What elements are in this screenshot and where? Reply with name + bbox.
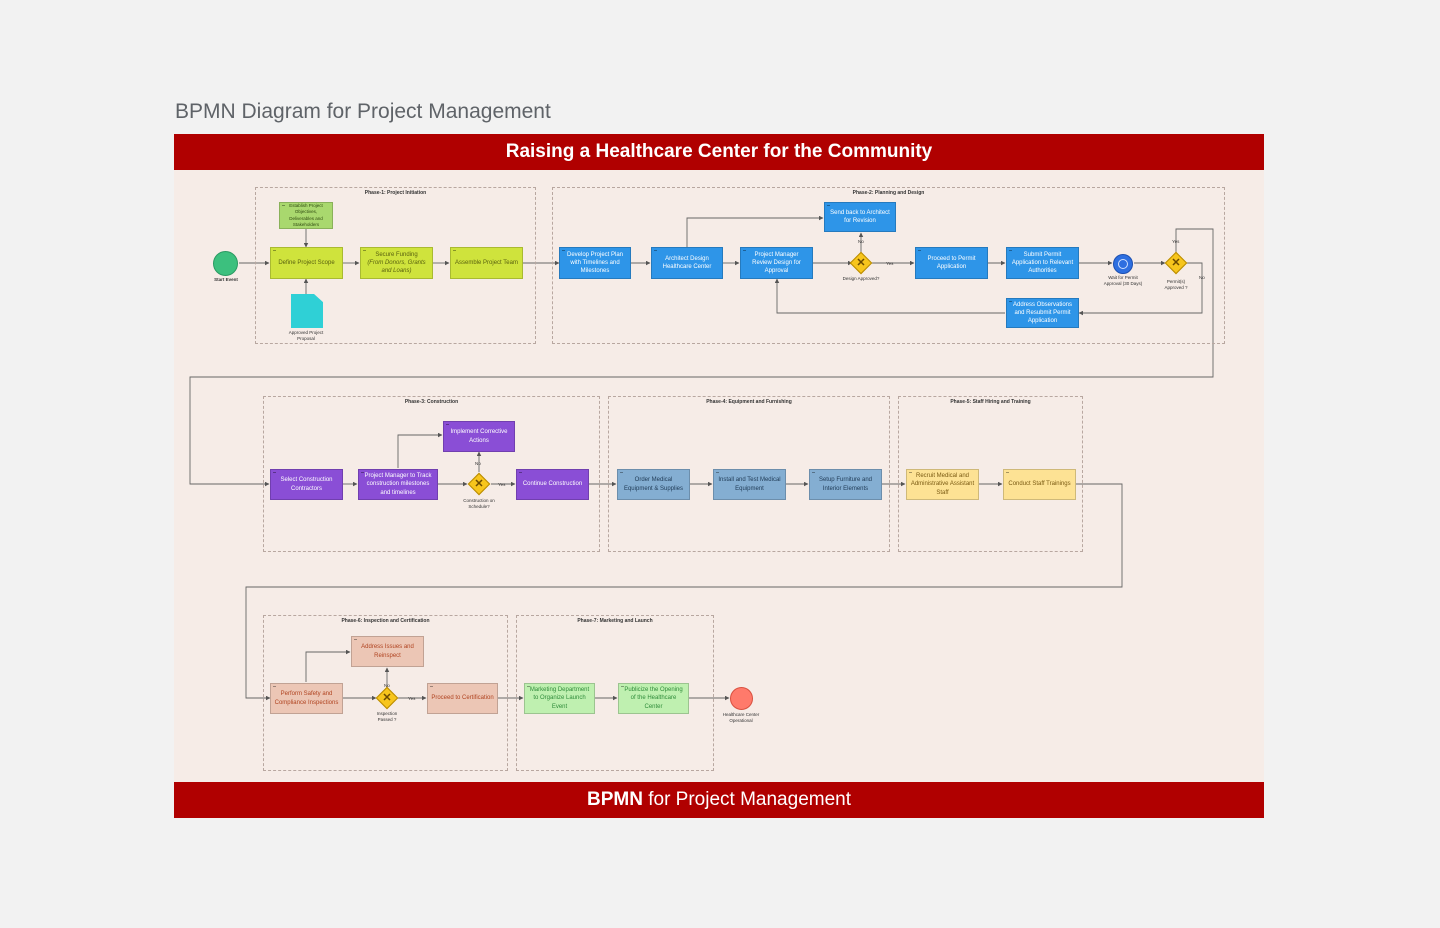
sequence-flows: Yes No Yes No Yes No Yes No bbox=[189, 215, 1214, 701]
timer-event-label: Wait for Permit Approval (30 Days) bbox=[1103, 275, 1143, 286]
safety-inspections-task[interactable]: Perform Safety and Compliance Inspection… bbox=[270, 683, 343, 714]
project-proposal-label: Approved Project Proposal bbox=[288, 330, 324, 341]
phase-5-lane: Phase-5: Staff Hiring and Training bbox=[898, 396, 1083, 552]
construction-schedule-label: Construction on Schedule? bbox=[463, 498, 495, 509]
footer-banner-rest: for Project Management bbox=[642, 789, 851, 810]
phase-7-label: Phase-7: Marketing and Launch bbox=[577, 618, 653, 624]
pm-review-task[interactable]: Project Manager Review Design for Approv… bbox=[740, 247, 813, 279]
send-back-task[interactable]: Send back to Architect for Revision bbox=[824, 202, 896, 232]
yes-label-inspection: Yes bbox=[408, 696, 416, 701]
secure-funding-label: Secure Funding bbox=[375, 251, 418, 258]
phase-3-label: Phase-3: Construction bbox=[404, 399, 459, 405]
setup-furniture-task[interactable]: Setup Furniture and Interior Elements bbox=[809, 469, 882, 500]
order-equipment-task[interactable]: Order Medical Equipment & Supplies bbox=[617, 469, 690, 500]
design-approved-label: Design Approved? bbox=[842, 276, 880, 281]
phase-4-label: Phase-4: Equipment and Furnishing bbox=[706, 399, 792, 405]
phase-6-label: Phase-6: Inspection and Certification bbox=[341, 618, 430, 624]
assemble-team-task[interactable]: Assemble Project Team bbox=[450, 247, 523, 279]
no-label-permit: No bbox=[1199, 275, 1205, 280]
architect-design-task[interactable]: Architect Design Healthcare Center bbox=[651, 247, 723, 279]
pm-track-task[interactable]: Project Manager to Track construction mi… bbox=[358, 469, 438, 500]
no-label-inspection: No bbox=[384, 683, 390, 688]
install-equipment-task[interactable]: Install and Test Medical Equipment bbox=[713, 469, 786, 500]
marketing-event-task[interactable]: Marketing Department to Organize Launch … bbox=[524, 683, 595, 714]
phase-5-label: Phase-5: Staff Hiring and Training bbox=[950, 399, 1031, 405]
yes-label-design: Yes bbox=[886, 261, 894, 266]
publicize-opening-task[interactable]: Publicize the Opening of the Healthcare … bbox=[618, 683, 689, 714]
diagram-frame: Raising a Healthcare Center for the Comm… bbox=[174, 134, 1264, 818]
phase-1-lane: Phase-1: Project Initiation bbox=[255, 187, 536, 344]
no-label-design: No bbox=[858, 239, 864, 244]
footer-banner-bold: BPMN bbox=[587, 789, 643, 810]
inspection-passed-x-icon: ✕ bbox=[382, 692, 392, 704]
secure-funding-task[interactable]: Secure Funding (From Donors, Grants and … bbox=[360, 247, 433, 279]
phase-6-lane: Phase-6: Inspection and Certification bbox=[263, 615, 508, 771]
phase-2-lane: Phase-2: Planning and Design bbox=[552, 187, 1225, 344]
start-event[interactable] bbox=[213, 251, 238, 276]
phase-2-label: Phase-2: Planning and Design bbox=[852, 190, 925, 196]
page-title: BPMN Diagram for Project Management bbox=[175, 100, 551, 123]
phase-3-lane: Phase-3: Construction bbox=[263, 396, 600, 552]
staff-trainings-task[interactable]: Conduct Staff Trainings bbox=[1003, 469, 1076, 500]
select-contractors-task[interactable]: Select Construction Contractors bbox=[270, 469, 343, 500]
end-event[interactable] bbox=[730, 687, 753, 710]
develop-plan-task[interactable]: Develop Project Plan with Timelines and … bbox=[559, 247, 631, 279]
phase-7-lane: Phase-7: Marketing and Launch bbox=[516, 615, 714, 771]
permit-approved-x-icon: ✕ bbox=[1171, 257, 1181, 269]
design-approved-x-icon: ✕ bbox=[856, 257, 866, 269]
corrective-actions-task[interactable]: Implement Corrective Actions bbox=[443, 421, 515, 452]
proceed-permit-task[interactable]: Proceed to Permit Application bbox=[915, 247, 988, 279]
establish-objectives-task[interactable]: Establish Project Objectives, Deliverabl… bbox=[279, 202, 333, 229]
inspection-passed-label: Inspection Passed ? bbox=[376, 711, 398, 722]
footer-banner: BPMN for Project Management bbox=[174, 782, 1264, 818]
secure-funding-sublabel: (From Donors, Grants and Loans) bbox=[367, 259, 426, 275]
end-event-label: Healthcare Center Operational bbox=[722, 712, 760, 723]
clock-icon bbox=[1118, 259, 1128, 269]
submit-permit-task[interactable]: Submit Permit Application to Relevant Au… bbox=[1006, 247, 1079, 279]
phase-1-label: Phase-1: Project Initiation bbox=[364, 190, 427, 196]
yes-label-permit: Yes bbox=[1172, 239, 1180, 244]
permit-approved-label: Permit(s) Approved ? bbox=[1164, 279, 1188, 290]
proceed-certification-task[interactable]: Proceed to Certification bbox=[427, 683, 498, 714]
define-scope-task[interactable]: Define Project Scope bbox=[270, 247, 343, 279]
address-issues-task[interactable]: Address Issues and Reinspect bbox=[351, 636, 424, 667]
project-proposal-document[interactable] bbox=[291, 294, 323, 328]
diagram-title-banner: Raising a Healthcare Center for the Comm… bbox=[174, 134, 1264, 170]
phase-4-lane: Phase-4: Equipment and Furnishing bbox=[608, 396, 890, 552]
no-label-schedule: No bbox=[475, 461, 481, 466]
address-observations-task[interactable]: Address Observations and Resubmit Permit… bbox=[1006, 298, 1079, 328]
start-event-label: Start Event bbox=[214, 277, 238, 282]
recruit-staff-task[interactable]: Recruit Medical and Administrative Assis… bbox=[906, 469, 979, 500]
construction-schedule-x-icon: ✕ bbox=[474, 478, 484, 490]
continue-construction-task[interactable]: Continue Construction bbox=[516, 469, 589, 500]
yes-label-schedule: Yes bbox=[498, 482, 506, 487]
